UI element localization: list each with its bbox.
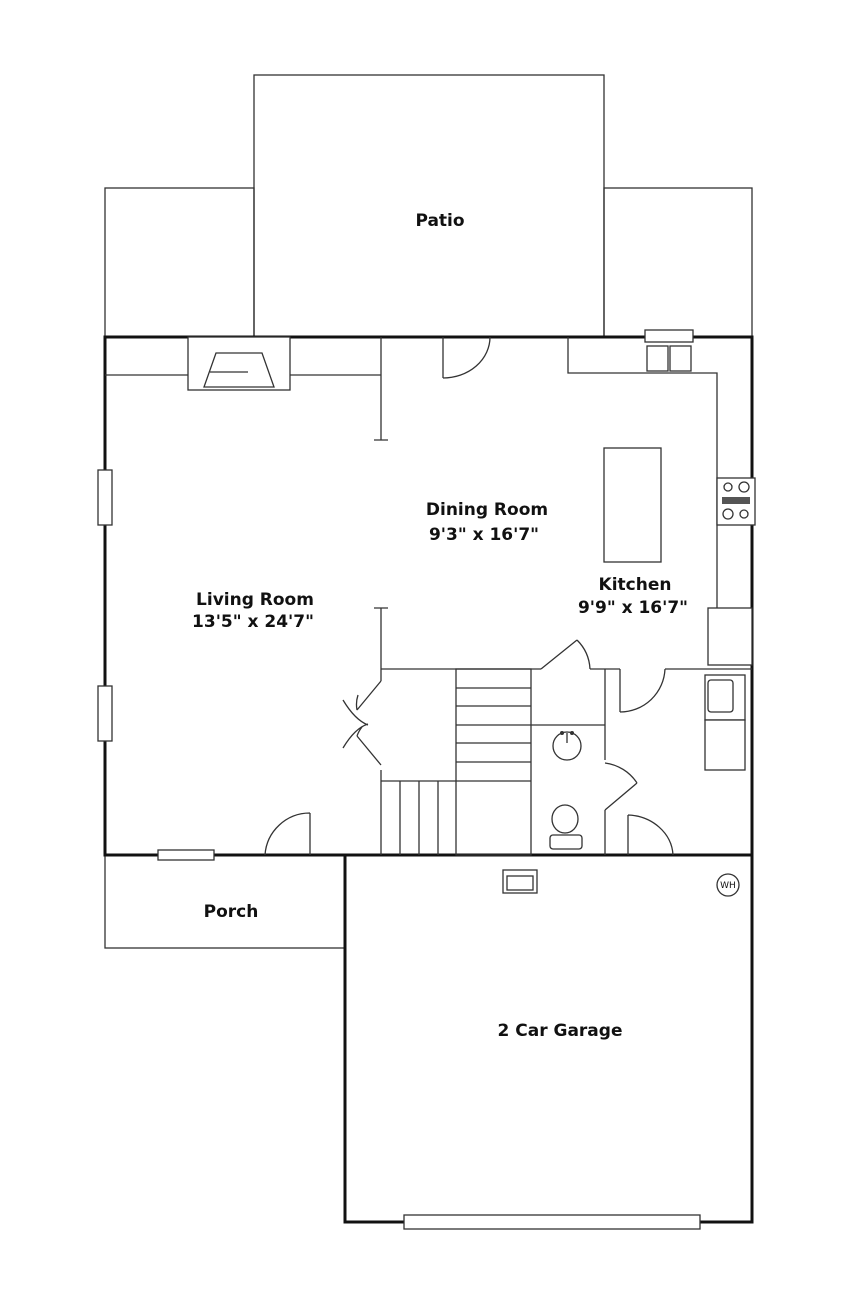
fireplace (187, 336, 291, 391)
washer-dryer (704, 674, 746, 771)
windows (97, 469, 215, 861)
garage-sink (502, 869, 538, 894)
garage-door (403, 1214, 701, 1230)
water-heater: WH (716, 873, 740, 897)
bathroom-sink (552, 731, 582, 761)
kitchen-label: Kitchen (599, 575, 672, 595)
toilet (549, 804, 583, 850)
patio-area (104, 74, 753, 338)
porch-label: Porch (204, 902, 259, 922)
kitchen-size: 9'9" x 16'7" (578, 598, 688, 618)
staircase (381, 668, 532, 856)
stove (716, 477, 756, 526)
svg-text:WH: WH (720, 881, 736, 891)
garage-label: 2 Car Garage (498, 1021, 623, 1041)
living-room-label: Living Room (196, 590, 314, 610)
dining-room-label: Dining Room (426, 500, 548, 520)
patio-label: Patio (415, 211, 464, 231)
living-room-size: 13'5" x 24'7" (192, 612, 314, 632)
dining-room-size: 9'3" x 16'7" (429, 525, 539, 545)
kitchen-island (603, 447, 662, 563)
kitchen-sink (644, 329, 694, 372)
doors (264, 336, 674, 856)
refrigerator (707, 607, 753, 666)
